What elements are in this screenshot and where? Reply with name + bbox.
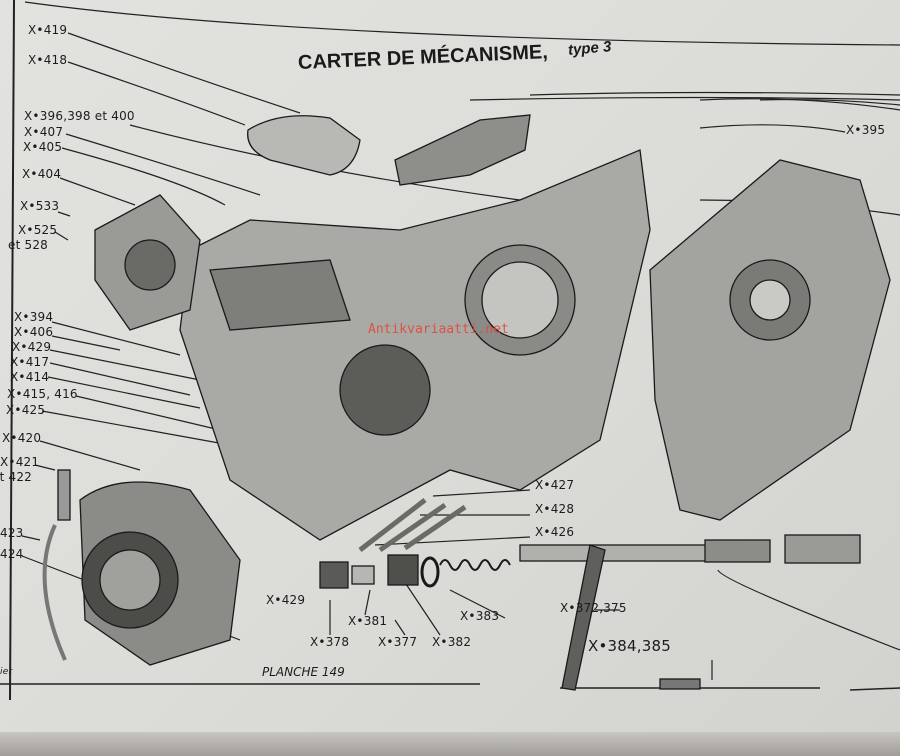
label-x414: X•414 [10, 370, 50, 384]
label-x378: X•378 [310, 635, 350, 649]
leader-line [41, 410, 231, 446]
part-lever [561, 544, 606, 691]
part-main-housing [179, 149, 651, 541]
leader-line [759, 98, 900, 106]
label-x404: X•404 [22, 167, 62, 181]
leader-line [469, 96, 900, 101]
leader-line [34, 464, 56, 471]
leader-line [364, 589, 371, 616]
leader-line [49, 362, 191, 396]
housing-flange-inner [481, 261, 559, 339]
leader-line [21, 535, 41, 541]
label-x384: X•384,385 [588, 637, 671, 655]
label-x407: X•407 [24, 125, 64, 139]
label-x382: X•382 [432, 635, 472, 649]
part-spring [439, 559, 511, 571]
label-x395: X•395 [846, 123, 886, 137]
label-x377: X•377 [378, 635, 418, 649]
leader-line [61, 147, 226, 206]
leader-line [39, 440, 141, 471]
label-x405: X•405 [23, 140, 63, 154]
leader-line [65, 133, 261, 196]
label-x427: X•427 [535, 478, 575, 492]
leader-line [529, 91, 900, 96]
part-bolt [57, 469, 71, 521]
label-x429-bottom: X•429 [266, 593, 306, 607]
label-x418: X•418 [28, 53, 68, 67]
leader-line [432, 489, 531, 497]
label-x394: X•394 [14, 310, 54, 324]
top-curve [24, 1, 900, 46]
end-cover-bore [124, 239, 176, 291]
part-gasket-arc [42, 524, 67, 661]
label-x421: X•421 [0, 455, 40, 469]
housing-bore [339, 344, 431, 436]
part-stud-bottom [659, 678, 701, 690]
part-selector [387, 554, 419, 586]
corner-text: ier [0, 667, 13, 677]
label-x525-et: et 528 [8, 238, 49, 252]
part-collar [319, 561, 349, 589]
leader-line [67, 32, 301, 114]
leader-line [699, 124, 846, 133]
page-bottom-edge [0, 732, 900, 756]
leader-line [51, 335, 121, 351]
part-shaft [519, 544, 721, 562]
part-shift-fork [394, 114, 531, 186]
label-x421-et: et 422 [0, 470, 33, 484]
leader-line [717, 569, 900, 651]
leader-line [75, 395, 221, 431]
part-sleeve [704, 539, 771, 563]
part-coupling [784, 534, 861, 564]
part-washer [420, 556, 440, 588]
housing-window [209, 259, 351, 331]
leader-line [57, 211, 71, 217]
label-x429-left: X•429 [12, 340, 52, 354]
label-x415: X•415, 416 [7, 387, 78, 401]
label-x383: X•383 [460, 609, 500, 623]
label-x425: X•425 [6, 403, 46, 417]
label-x420: X•420 [2, 431, 42, 445]
label-x419: X•419 [28, 23, 68, 37]
label-x372: X•372,375 [560, 601, 627, 615]
label-x428: X•428 [535, 502, 575, 516]
label-424: 424 [0, 547, 24, 561]
leader-line [699, 98, 900, 111]
leader-line [54, 231, 69, 241]
leader-line [49, 349, 201, 381]
label-x525: X•525 [18, 223, 58, 237]
watermark: Antikvariaatti.net [368, 322, 509, 337]
bottom-rule [0, 683, 900, 691]
rear-cover-bore [749, 279, 791, 321]
leader-line [51, 321, 181, 356]
part-bushing [351, 565, 375, 585]
leader-line [394, 619, 406, 636]
page-border-left [9, 0, 15, 701]
label-x406: X•406 [14, 325, 54, 339]
label-x396: X•396,398 et 400 [24, 109, 135, 123]
leader-line [449, 589, 506, 619]
leader-line [374, 536, 531, 546]
part-cover-plate [247, 115, 361, 176]
label-x533: X•533 [20, 199, 60, 213]
bearing-housing-inner [99, 549, 161, 611]
label-x381: X•381 [348, 614, 388, 628]
part-studs [358, 498, 467, 553]
leader-line [47, 376, 201, 409]
leader-line [67, 61, 246, 126]
plate-number: PLANCHE 149 [262, 665, 345, 679]
label-x417: X•417 [10, 355, 50, 369]
label-423: 423 [0, 526, 24, 540]
label-x426: X•426 [535, 525, 575, 539]
leader-line [59, 177, 136, 206]
